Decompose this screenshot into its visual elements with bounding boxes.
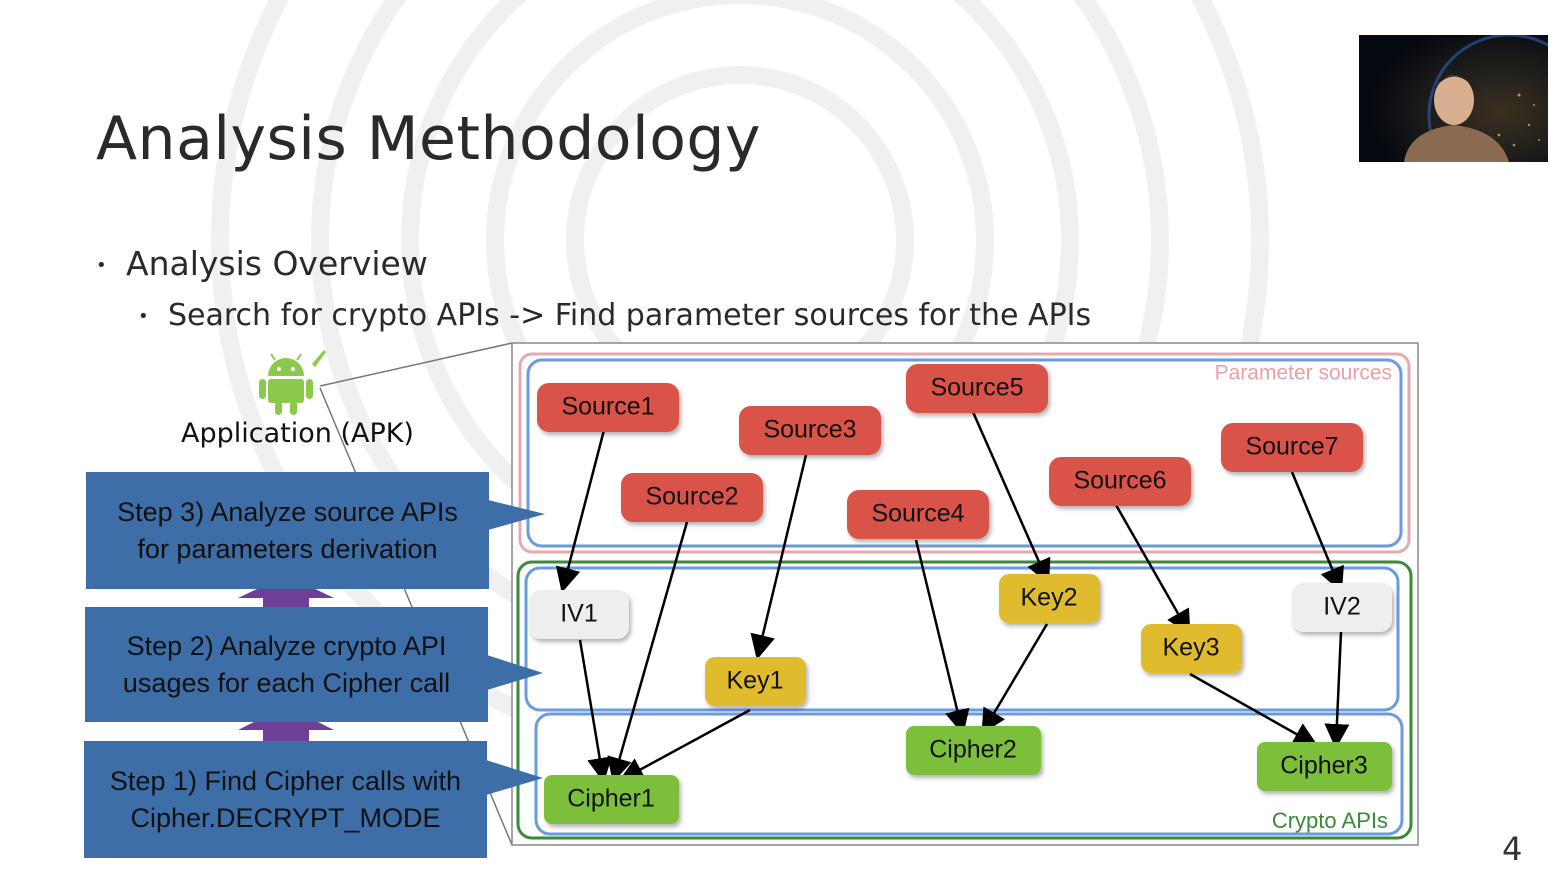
edge-source1-iv1 xyxy=(555,429,606,593)
node-key1 xyxy=(705,657,806,706)
node-key2-label: Key2 xyxy=(1021,584,1078,612)
step3-box: Step 3) Analyze source APIs for paramete… xyxy=(86,472,489,589)
node-cipher3-label: Cipher3 xyxy=(1280,752,1368,780)
parameter-sources-frame xyxy=(518,352,1411,554)
bullet-1-text: Analysis Overview xyxy=(126,244,428,283)
parameter-sources-inner-frame xyxy=(526,358,1403,548)
node-source4-label: Source4 xyxy=(871,500,964,528)
node-source4 xyxy=(847,490,989,539)
node-cipher3 xyxy=(1257,742,1392,791)
edge-source5-key2 xyxy=(971,411,1051,585)
node-cipher2-label: Cipher2 xyxy=(929,736,1017,764)
step1-box: Step 1) Find Cipher calls with Cipher.DE… xyxy=(84,741,487,858)
node-source2-label: Source2 xyxy=(645,483,738,511)
node-source1-label: Source1 xyxy=(561,393,654,421)
node-source3-label: Source3 xyxy=(763,416,856,444)
step1-line1: Step 1) Find Cipher calls with xyxy=(109,765,462,796)
edge-iv1-cipher1 xyxy=(578,639,613,783)
crypto-apis-frame xyxy=(516,560,1413,840)
node-cipher1 xyxy=(544,775,679,824)
node-cipher2 xyxy=(906,726,1041,775)
node-source7 xyxy=(1221,423,1363,472)
edge-source7-iv2 xyxy=(1290,471,1344,593)
node-key3-label: Key3 xyxy=(1163,634,1220,662)
node-source6-label: Source6 xyxy=(1073,467,1166,495)
node-source2 xyxy=(621,473,763,522)
edge-key3-cipher3 xyxy=(1189,672,1319,747)
node-key2 xyxy=(999,574,1100,623)
node-source5 xyxy=(906,364,1048,413)
parameter-sources-label: Parameter sources xyxy=(1215,362,1392,385)
slide-title: Analysis Methodology xyxy=(96,104,761,174)
bullet-search-crypto: • Search for crypto APIs -> Find paramete… xyxy=(138,298,1091,333)
node-source5-label: Source5 xyxy=(930,374,1023,402)
bullet-analysis-overview: • Analysis Overview xyxy=(96,244,428,283)
step1-line2: Cipher.DECRYPT_MODE xyxy=(130,802,441,833)
node-iv1 xyxy=(529,590,629,639)
bullet-dot-icon: • xyxy=(96,255,107,276)
node-key1-label: Key1 xyxy=(727,667,784,695)
bullet-2-text: Search for crypto APIs -> Find parameter… xyxy=(168,298,1092,333)
node-key3 xyxy=(1141,624,1242,673)
step2-box: Step 2) Analyze crypto API usages for ea… xyxy=(85,607,488,722)
step2-line1: Step 2) Analyze crypto API xyxy=(126,630,447,661)
step3-line1: Step 3) Analyze source APIs xyxy=(117,496,458,527)
edge-key2-cipher2 xyxy=(981,623,1049,735)
step2-callout-pointer xyxy=(487,655,543,690)
android-robot-icon xyxy=(259,350,326,415)
edge-source4-cipher2 xyxy=(914,539,970,735)
node-cipher1-label: Cipher1 xyxy=(567,785,655,813)
zoom-line-top xyxy=(319,342,513,387)
step3-line2: for parameters derivation xyxy=(137,533,438,564)
step2-to-step3-arrow-icon xyxy=(238,575,334,608)
node-iv1-label: IV1 xyxy=(560,600,598,628)
step2-line2: usages for each Cipher call xyxy=(122,667,451,698)
bullet-dot-icon: • xyxy=(138,306,149,327)
edge-source3-key1 xyxy=(750,454,808,660)
node-iv2-label: IV2 xyxy=(1323,593,1361,621)
application-apk-label: Application (APK) xyxy=(181,418,414,449)
presenter-video-frame xyxy=(1359,35,1548,162)
edge-source6-key3 xyxy=(1114,504,1191,636)
edge-source2-cipher1 xyxy=(607,521,689,783)
step1-callout-pointer xyxy=(486,760,543,795)
step3-callout-pointer xyxy=(488,500,545,530)
edge-key1-cipher1 xyxy=(618,708,751,782)
crypto-apis-label: Crypto APIs xyxy=(1272,808,1388,833)
slide-page-number: 4 xyxy=(1502,830,1523,868)
node-iv2 xyxy=(1292,583,1392,632)
node-source6 xyxy=(1049,457,1191,506)
node-source1 xyxy=(537,383,679,432)
node-source7-label: Source7 xyxy=(1245,433,1338,461)
node-source3 xyxy=(739,406,881,455)
presenter-webcam xyxy=(1359,35,1548,162)
edge-iv2-cipher3 xyxy=(1324,631,1350,749)
step1-to-step2-arrow-icon xyxy=(238,706,334,742)
